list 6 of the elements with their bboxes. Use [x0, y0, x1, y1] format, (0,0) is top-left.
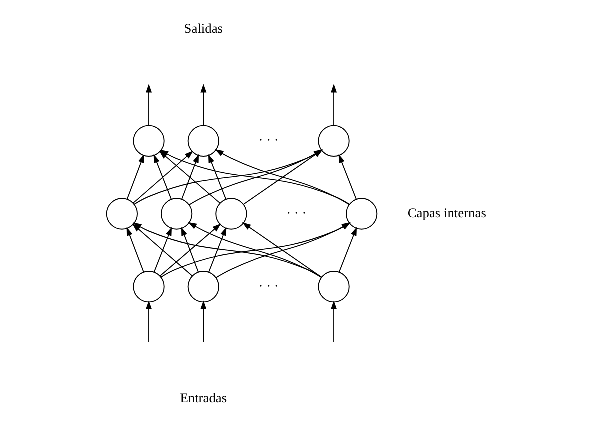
label: · · ·	[258, 132, 279, 148]
label: Salidas	[184, 20, 224, 36]
label: · · ·	[286, 206, 307, 221]
label: · · ·	[258, 278, 279, 294]
label: Entradas	[180, 390, 228, 406]
label: Capas internas	[408, 206, 486, 221]
